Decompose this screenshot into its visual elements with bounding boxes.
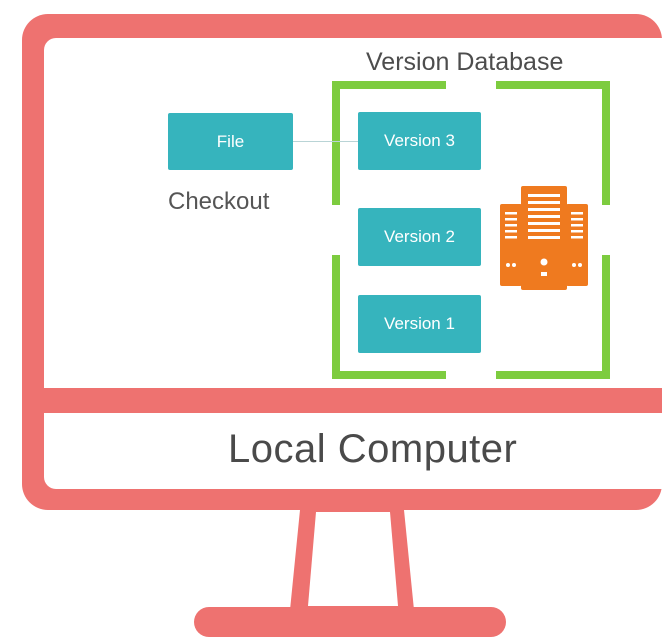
file-box: File [168, 113, 293, 170]
monitor-label-bar [44, 413, 662, 489]
version-2-box: Version 2 [358, 208, 481, 266]
version-database-title: Version Database [366, 48, 564, 76]
version-1-box: Version 1 [358, 295, 481, 353]
checkout-label: Checkout [168, 188, 270, 215]
local-computer-label: Local Computer [228, 427, 518, 471]
file-to-version-connector [293, 141, 358, 142]
version-3-box: Version 3 [358, 112, 481, 170]
